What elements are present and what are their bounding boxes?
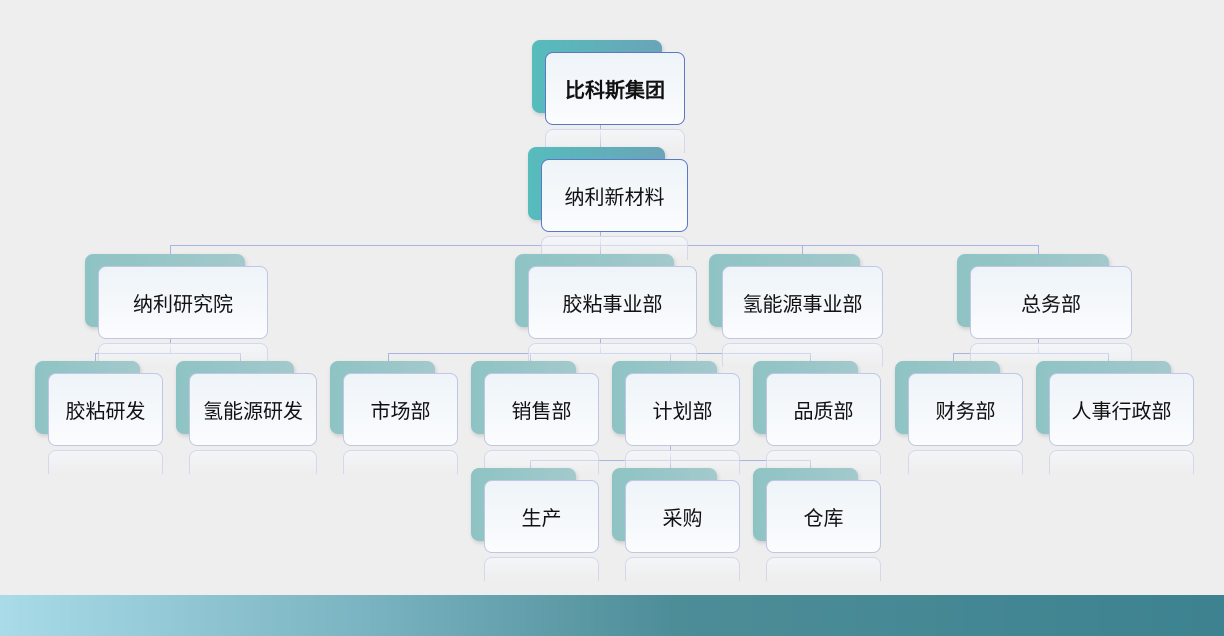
node-reflection (189, 450, 317, 474)
org-node[interactable]: 生产 (484, 480, 599, 553)
org-node[interactable]: 计划部 (625, 373, 740, 446)
org-node[interactable]: 采购 (625, 480, 740, 553)
node-reflection (1049, 450, 1194, 474)
org-node[interactable]: 仓库 (766, 480, 881, 553)
node-reflection (766, 557, 881, 581)
org-node[interactable]: 财务部 (908, 373, 1023, 446)
node-reflection (908, 450, 1023, 474)
org-node[interactable]: 氢能源事业部 (722, 266, 883, 339)
node-reflection (343, 450, 458, 474)
org-node[interactable]: 总务部 (970, 266, 1132, 339)
org-node[interactable]: 胶粘事业部 (528, 266, 697, 339)
org-node[interactable]: 氢能源研发 (189, 373, 317, 446)
node-reflection (484, 557, 599, 581)
org-node[interactable]: 比科斯集团 (545, 52, 685, 125)
org-node[interactable]: 销售部 (484, 373, 599, 446)
node-reflection (48, 450, 163, 474)
footer-gradient-bar (0, 595, 1224, 636)
org-node[interactable]: 纳利研究院 (98, 266, 268, 339)
org-node[interactable]: 市场部 (343, 373, 458, 446)
node-reflection (625, 557, 740, 581)
org-node[interactable]: 胶粘研发 (48, 373, 163, 446)
org-node[interactable]: 纳利新材料 (541, 159, 688, 232)
org-node[interactable]: 人事行政部 (1049, 373, 1194, 446)
org-node[interactable]: 品质部 (766, 373, 881, 446)
